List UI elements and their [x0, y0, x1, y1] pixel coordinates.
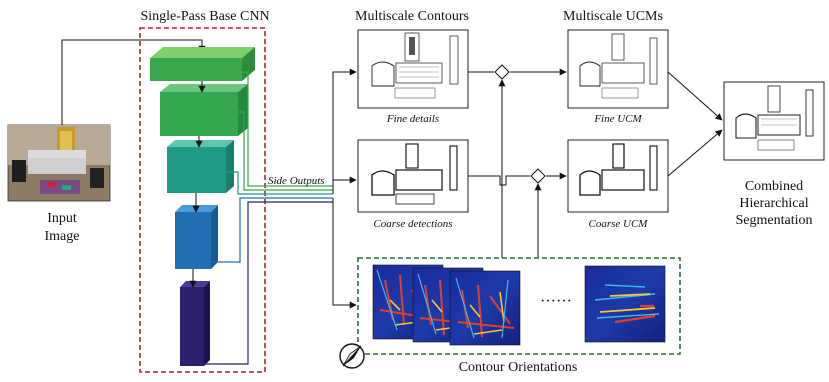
- combined-label-line1: Combined: [745, 179, 803, 194]
- title-multiscale-ucms: Multiscale UCMs: [563, 9, 663, 24]
- fine-ucm-to-combined: [667, 71, 723, 121]
- coarse-merge-diamond: [530, 168, 546, 184]
- cnn-block-4: [175, 205, 218, 269]
- side-output-lines: [204, 71, 333, 365]
- to-fine-contour-arrow: [332, 68, 357, 194]
- cnn-block-2: [160, 84, 248, 136]
- input-image: [7, 124, 111, 202]
- cnn-block-3: [167, 140, 234, 193]
- fine-merge-diamond: [494, 64, 510, 80]
- orientation-dashed-box: [357, 257, 681, 355]
- orientation-heatmap-last: [584, 265, 666, 343]
- cnn-block-5: [180, 281, 210, 366]
- input-label-line1: Input: [47, 211, 77, 226]
- title-base-cnn: Single-Pass Base CNN: [140, 9, 269, 24]
- compass-icon: [339, 343, 365, 369]
- cnn-dashed-box: [139, 27, 266, 373]
- title-multiscale-contours: Multiscale Contours: [355, 9, 469, 24]
- title-contour-orientations: Contour Orientations: [459, 360, 578, 375]
- coarse-contour-image: [357, 139, 469, 213]
- input-label-line2: Image: [45, 229, 80, 244]
- ellipsis: ······: [540, 293, 572, 310]
- coarse-contour-out-line: [468, 175, 530, 186]
- input-to-cnn-arrow: [61, 39, 206, 125]
- coarse-ucm-image: [567, 139, 669, 213]
- combined-label-line3: Segmentation: [736, 213, 813, 228]
- caption-coarse-detections: Coarse detections: [373, 218, 452, 230]
- side-outputs-label: Side Outputs: [268, 175, 325, 187]
- cnn-block-1: [150, 47, 255, 81]
- orientation-heatmap-3: [449, 270, 521, 346]
- combined-label-line2: Hierarchical: [739, 196, 808, 211]
- caption-coarse-ucm: Coarse UCM: [589, 218, 649, 230]
- to-orientation-arrow: [332, 198, 357, 309]
- caption-fine-details: Fine details: [386, 113, 439, 125]
- fine-contour-image: [357, 29, 469, 109]
- caption-fine-ucm: Fine UCM: [593, 113, 642, 125]
- fine-ucm-image: [567, 29, 669, 109]
- coarse-ucm-to-combined: [667, 129, 723, 177]
- combined-image: [723, 81, 825, 161]
